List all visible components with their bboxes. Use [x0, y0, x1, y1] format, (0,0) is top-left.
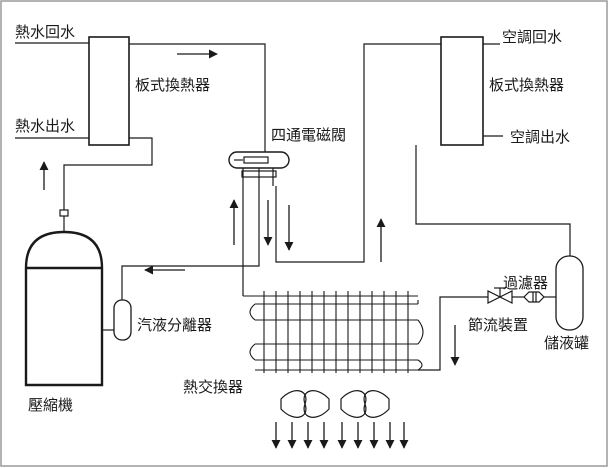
- ac-return-label: 空調回水: [502, 28, 562, 46]
- valve-spool: [243, 156, 269, 164]
- hot-water-return-label: 熱水回水: [15, 23, 75, 41]
- fan-right: [340, 390, 390, 418]
- compressor: [24, 230, 104, 387]
- plate-exchanger-right: [440, 36, 484, 146]
- receiver-label: 儲液罐: [544, 334, 589, 352]
- plate-exchanger-left-label: 板式換熱器: [135, 76, 210, 94]
- pipe-coil-to-expansion: [418, 296, 488, 371]
- ac-out-label: 空調出水: [510, 128, 570, 146]
- compressor-label: 壓縮機: [28, 396, 73, 414]
- pipe-valve-to-separator: [121, 186, 260, 300]
- finned-coil: [243, 291, 424, 373]
- compressor-top-fitting: [59, 209, 69, 217]
- coil-label: 熱交換器: [183, 378, 243, 396]
- pipe-left-hx-to-compressor: [63, 137, 153, 210]
- pipe-right-hx-to-receiver: [415, 145, 571, 256]
- pipe-right-hx-to-valve: [275, 43, 441, 263]
- filter: [523, 291, 545, 303]
- hot-water-out-label: 熱水出水: [15, 117, 75, 135]
- pipe-left-hx-to-valve: [129, 43, 266, 152]
- filter-label: 過濾器: [503, 274, 548, 292]
- expansion-valve: [487, 287, 513, 304]
- plate-exchanger-left: [88, 36, 130, 146]
- fan-left: [280, 390, 330, 418]
- expansion-label: 節流裝置: [468, 316, 528, 334]
- four-way-valve-label: 四通電磁閥: [271, 126, 346, 144]
- plate-exchanger-right-label: 板式換熱器: [489, 76, 564, 94]
- liquid-receiver: [555, 255, 584, 331]
- separator-label: 汽液分離器: [137, 316, 212, 334]
- gas-liquid-separator: [113, 299, 132, 341]
